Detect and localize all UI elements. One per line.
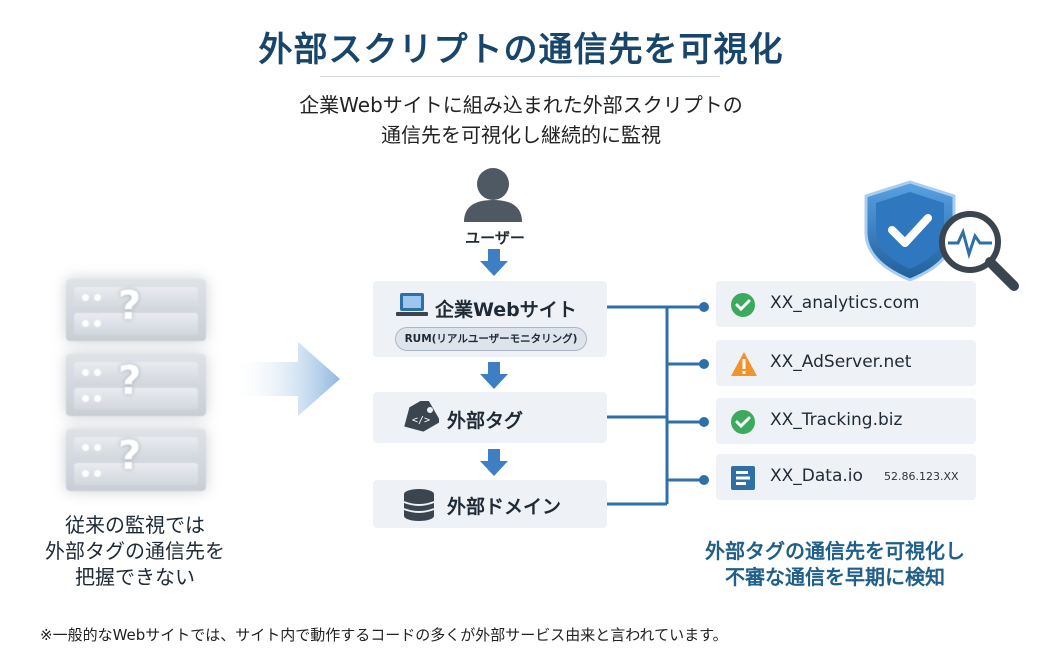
page-subtitle: 企業Webサイトに組み込まれた外部スクリプトの 通信先を可視化し継続的に監視: [0, 90, 1042, 150]
unknown-mark: ?: [118, 358, 142, 404]
unknown-mark: ?: [118, 433, 142, 479]
domain-row: XX_analytics.com: [716, 281, 976, 327]
down-arrow-icon: [480, 362, 508, 389]
legacy-server-1: ?: [66, 279, 206, 341]
security-shield-icon: [864, 180, 1019, 291]
domain-row: XX_Tracking.biz: [716, 398, 976, 444]
down-arrow-icon: [480, 449, 508, 476]
user-label: ユーザー: [465, 229, 525, 247]
domain-row: XX_Data.io 52.86.123.XX: [716, 454, 976, 500]
check-circle-icon: [731, 293, 755, 317]
website-label: 企業Webサイト: [435, 299, 577, 321]
warning-icon: [731, 352, 757, 376]
page-title: 外部スクリプトの通信先を可視化: [258, 30, 784, 70]
data-list-icon: [731, 466, 755, 490]
transition-arrow-icon: [230, 342, 340, 416]
external-tag-node: </> 外部タグ: [373, 392, 607, 443]
check-circle-icon: [731, 410, 755, 434]
result-caption-line-1: 外部タグの通信先を可視化し: [705, 539, 965, 563]
external-domain-node: 外部ドメイン: [373, 480, 607, 528]
external-domain-label: 外部ドメイン: [447, 496, 562, 518]
tag-icon: </>: [404, 401, 439, 432]
result-caption-line-2: 不審な通信を早期に検知: [725, 565, 945, 589]
footnote: ※一般的なWebサイトでは、サイト内で動作するコードの多くが外部サービス由来と言…: [40, 626, 728, 644]
domain-name: XX_Tracking.biz: [770, 410, 903, 430]
external-tag-label: 外部タグ: [447, 410, 524, 432]
domain-name: XX_analytics.com: [770, 293, 920, 313]
domain-ip-address: 52.86.123.XX: [884, 470, 959, 483]
website-node: 企業Webサイト RUM(リアルユーザーモニタリング): [373, 281, 607, 357]
title-divider: [320, 76, 720, 77]
legacy-caption-line-3: 把握できない: [75, 565, 195, 589]
result-caption: 外部タグの通信先を可視化し 不審な通信を早期に検知: [655, 538, 1015, 590]
svg-text:</>: </>: [412, 415, 430, 426]
legacy-server-2: ?: [66, 354, 206, 416]
domain-name: XX_AdServer.net: [770, 352, 912, 372]
laptop-icon: [396, 293, 428, 316]
rum-badge: RUM(リアルユーザーモニタリング): [395, 327, 587, 351]
legacy-server-3: ?: [66, 429, 206, 491]
legacy-caption-line-2: 外部タグの通信先を: [45, 539, 225, 563]
domain-name: XX_Data.io: [770, 466, 863, 486]
subtitle-line-2: 通信先を可視化し継続的に監視: [381, 123, 661, 147]
subtitle-line-1: 企業Webサイトに組み込まれた外部スクリプトの: [299, 93, 743, 117]
legacy-caption-line-1: 従来の監視では: [65, 513, 205, 537]
down-arrow-icon: [480, 249, 508, 276]
database-icon: [403, 489, 435, 521]
unknown-mark: ?: [118, 283, 142, 329]
legacy-caption: 従来の監視では 外部タグの通信先を 把握できない: [30, 512, 240, 590]
user-icon: [464, 168, 522, 222]
domain-row: XX_AdServer.net: [716, 340, 976, 386]
connector-lines: [607, 302, 709, 506]
